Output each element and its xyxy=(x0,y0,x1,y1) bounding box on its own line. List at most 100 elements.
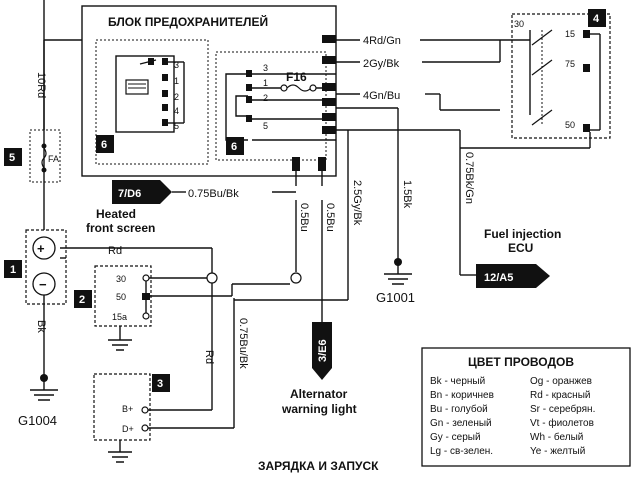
wire-label: Bk xyxy=(35,320,47,333)
pin-label: 3 xyxy=(174,60,179,70)
ground-label-g1001: G1001 xyxy=(376,290,415,305)
wire-label: 2.5Gy/Bk xyxy=(351,180,363,226)
pin-label: 1 xyxy=(263,78,268,88)
svg-text:−: − xyxy=(39,277,47,292)
legend-entry: Bn - коричнев xyxy=(430,390,494,401)
label-2 xyxy=(74,290,92,308)
arrow-label: 3/E6 xyxy=(317,339,329,362)
wire-label: 0.5Bu xyxy=(298,203,310,232)
fuse-label: F16 xyxy=(286,70,307,84)
alternator: 3 B+ D+ xyxy=(93,373,234,463)
component-number: 4 xyxy=(593,13,600,25)
pin-label: 15a xyxy=(112,312,127,322)
legend-entry: Wh - белый xyxy=(530,431,583,443)
legend-entry: Gn - зеленый xyxy=(430,418,492,429)
fuel-ecu-label: ECU xyxy=(508,241,533,255)
wire-label: 0.75Bu/Bk xyxy=(237,318,249,369)
label-5 xyxy=(4,148,22,166)
component-number: 6 xyxy=(101,139,107,151)
heated-screen-label: front screen xyxy=(86,221,155,235)
diagram-title: ЗАРЯДКА И ЗАПУСК xyxy=(258,459,379,473)
pin-label: 75 xyxy=(565,59,575,69)
component-number: 3 xyxy=(157,378,163,390)
svg-text:+: + xyxy=(37,241,45,256)
fuel-ecu-label: Fuel injection xyxy=(484,227,561,241)
legend-entry: Lg - св-зелен. xyxy=(430,446,493,457)
ignition-switch-outline xyxy=(511,13,611,139)
pin-label: 50 xyxy=(565,120,575,130)
legend-entry: Og - оранжев xyxy=(530,376,592,387)
connector-arrow-7-d6: 7/D6 0.75Bu/Bk xyxy=(112,180,296,204)
wire-rd-main: Rd Rd xyxy=(60,245,215,411)
label-6-left xyxy=(96,135,114,153)
fusible-link-box xyxy=(29,129,61,183)
wire-label: Rd xyxy=(108,245,122,257)
wire-0-5bu-a: 0.5Bu xyxy=(290,171,310,284)
battery-outline xyxy=(25,229,67,305)
alternator-outline xyxy=(93,373,151,441)
main-fuse-circuit: 10Rd FA 5 xyxy=(4,0,82,230)
fuse-box-title: БЛОК ПРЕДОХРАНИТЕЛЕЙ xyxy=(108,14,268,29)
wire-2-5gy-bk: 2.5Gy/Bk xyxy=(234,130,363,301)
pin-label: 5 xyxy=(174,121,179,131)
wire-label: Rd xyxy=(203,350,215,364)
ground-g1004-symbol xyxy=(30,378,58,401)
label-4 xyxy=(588,9,606,27)
component-number: 2 xyxy=(79,294,85,306)
pin-label: 2 xyxy=(174,92,179,102)
wire-label: 1.5Bk xyxy=(401,180,413,209)
starter-motor: 2 30 50 15a xyxy=(74,265,290,351)
battery: + − 1 Bk G1004 xyxy=(4,229,67,428)
legend-entry: Sr - серебрян. xyxy=(530,403,595,415)
component-number: 6 xyxy=(231,141,237,153)
pin-label: 4 xyxy=(174,106,179,116)
wire-0-5bu-b: 0.5Bu xyxy=(321,171,336,322)
wire-0-75bu-bk-vertical: 0.75Bu/Bk xyxy=(233,298,249,428)
wire-label: 0.75Bu/Bk xyxy=(188,188,239,200)
fuse-label: FA xyxy=(48,154,59,164)
wire-label: 4Rd/Gn xyxy=(363,35,401,47)
alternator-warning-label: warning light xyxy=(281,402,357,416)
internal-link xyxy=(225,73,248,141)
ignition-switch: 4 30 15 75 50 xyxy=(460,9,611,149)
label-3 xyxy=(152,374,170,392)
arrow-label: 7/D6 xyxy=(118,188,141,200)
legend-entry: Gy - серый xyxy=(430,432,481,443)
wire-1-5bk: 1.5Bk G1001 xyxy=(376,130,415,305)
relay-coil xyxy=(125,79,149,95)
relay-frame xyxy=(115,55,175,133)
alternator-warning-label: Alternator xyxy=(290,387,348,401)
wire-label: 0.75Bk/Gn xyxy=(463,152,475,204)
pin-label: D+ xyxy=(122,424,134,434)
pin-label: 30 xyxy=(116,274,126,284)
legend-title: ЦВЕТ ПРОВОДОВ xyxy=(468,355,574,369)
component-number: 5 xyxy=(9,152,15,164)
ground-label-g1004: G1004 xyxy=(18,413,57,428)
wire-0-75bk-gn: 0.75Bk/Gn xyxy=(459,148,476,276)
legend-box xyxy=(421,347,631,467)
right-fuse-pins: 3 1 2 5 xyxy=(246,63,268,131)
connector-arrow-12-a5: 12/A5 xyxy=(476,264,550,288)
fuse-f16-symbol xyxy=(286,84,312,92)
wire-4rd-gn: 4Rd/Gn xyxy=(336,35,500,47)
wire-label: 10Rd xyxy=(35,72,47,98)
heated-screen-relay-area xyxy=(95,39,209,165)
fuse-box-outline xyxy=(81,5,337,177)
pin-label: B+ xyxy=(122,404,133,414)
legend-entry: Rd - красный xyxy=(530,390,590,401)
battery-positive-terminal xyxy=(32,236,56,260)
component-number: 1 xyxy=(10,264,16,276)
wire-color-legend: ЦВЕТ ПРОВОДОВ Bk - черный Bn - коричнев … xyxy=(421,347,631,467)
arrow-label: 12/A5 xyxy=(484,272,513,284)
wire-label: 2Gy/Bk xyxy=(363,58,400,70)
wire-2gy-bk: 2Gy/Bk xyxy=(336,58,500,70)
pin-label: 50 xyxy=(116,292,126,302)
fuse-box-connectors xyxy=(292,35,336,171)
pin-label: 3 xyxy=(263,63,268,73)
connector-arrow-3-e6: 3/E6 xyxy=(312,322,332,380)
wire-label: 4Gn/Bu xyxy=(363,90,400,102)
pin-label: 2 xyxy=(263,93,268,103)
wire-4gn-bu: 4Gn/Bu xyxy=(336,90,500,111)
